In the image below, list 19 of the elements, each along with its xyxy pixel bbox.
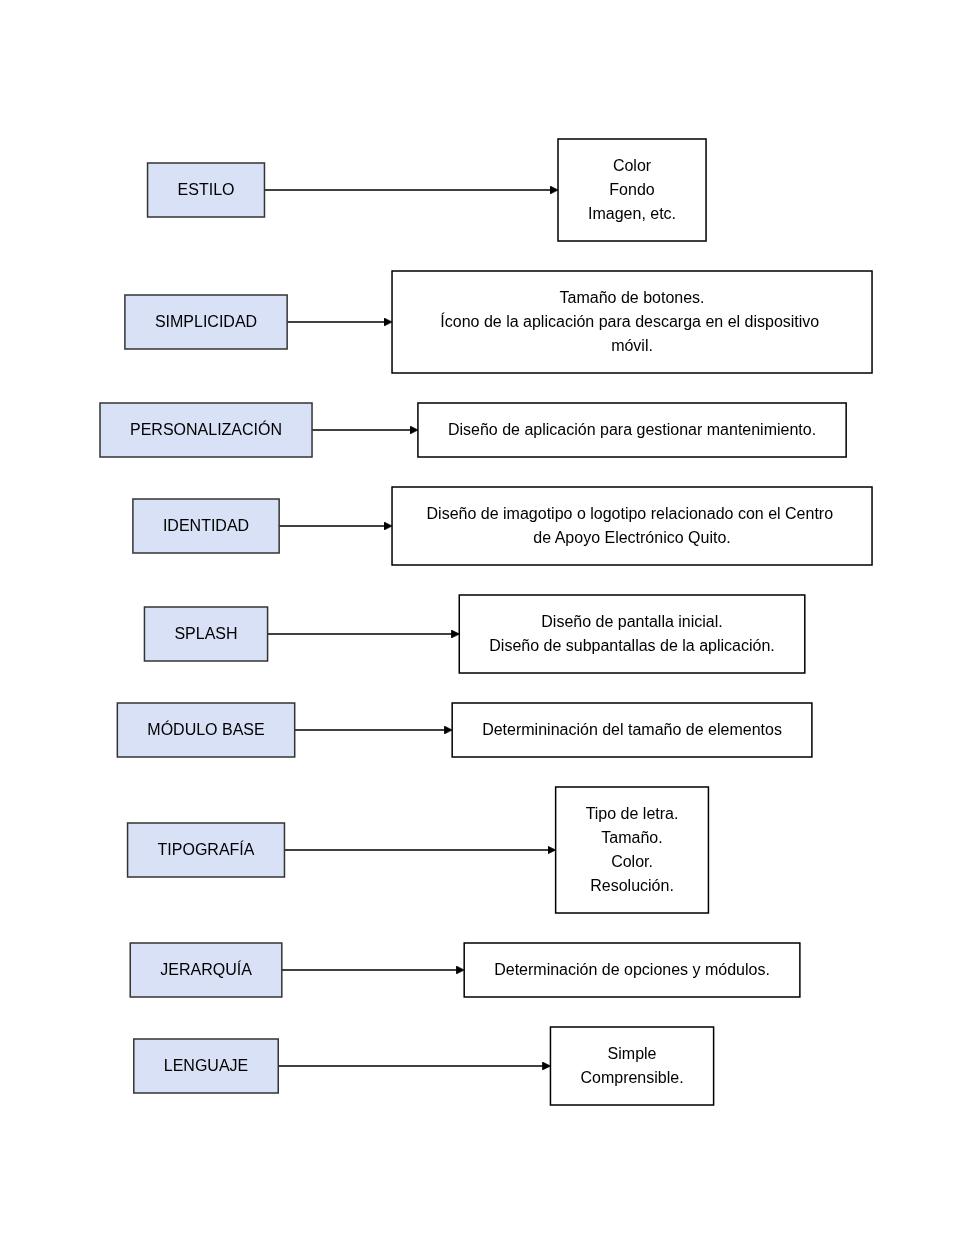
node-box: IDENTIDAD [132,498,280,554]
node-box: LENGUAJE [133,1038,279,1094]
node-box: TIPOGRAFÍA [126,822,286,878]
node-box: Diseño de imagotipo o logotipo relacionado con el Centro de Apoyo Electrónico Quito. [391,486,873,566]
node-box: SIMPLICIDAD [124,294,288,350]
node-box: Diseño de pantalla inicial. Diseño de subpantallas de la aplicación. [458,594,806,674]
node-box: ESTILO [146,162,266,218]
node-box: Tipo de letra. Tamaño. Color. Resolución. [554,786,710,914]
node-box: Diseño de aplicación para gestionar mantenimiento. [417,402,847,458]
node-box: PERSONALIZACIÓN [99,402,313,458]
arrow [281,965,465,975]
node-box: SPLASH [143,606,269,662]
node-box: MÓDULO BASE [116,702,296,758]
node-box: Determinación de opciones y módulos. [463,942,801,998]
node-box: Simple Comprensible. [549,1026,715,1106]
node-box: Color Fondo Imagen, etc. [557,138,707,242]
node-box: JERARQUÍA [129,942,283,998]
node-box: Tamaño de botones. Ícono de la aplicación para descarga en el dispositivo móvil. [391,270,873,374]
node-box: Determininación del tamaño de elementos [451,702,813,758]
